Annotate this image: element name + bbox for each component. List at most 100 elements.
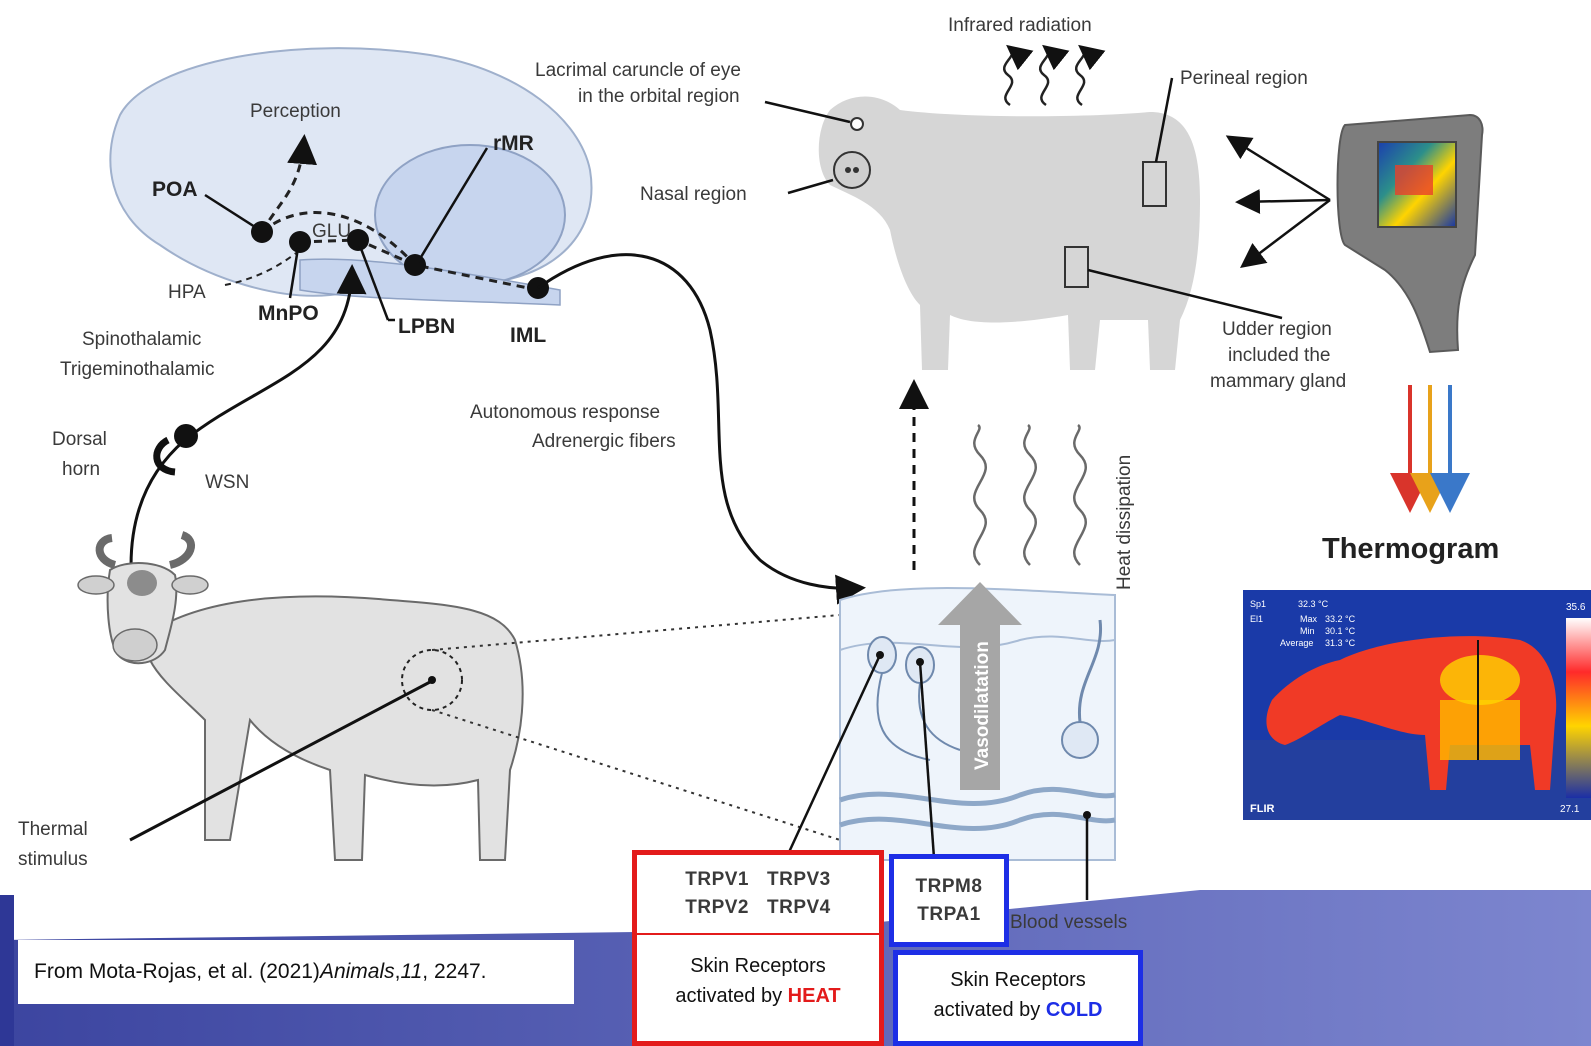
blood-vessel-dot [1083,811,1091,819]
cold-caption-box: Skin Receptors activated by COLD [893,950,1143,1046]
heat-receptors-row-2: TRPV2 TRPV4 [637,897,879,919]
label-udder-3: mammary gland [1210,371,1346,392]
leader-nasal [788,180,833,193]
receptor-trpa1: TRPA1 [894,904,1004,926]
cow-left-head-spot [127,570,157,596]
heat-caption-line-1: Skin Receptors [637,951,879,981]
citation-box: From Mota-Rojas, et al. (2021) Animals , … [18,940,574,1004]
label-mnpo: MnPO [258,302,319,325]
label-hpa: HPA [168,282,206,303]
camera-ray-mid [1240,200,1330,202]
label-wsn: WSN [205,472,249,493]
receptor-trpv1: TRPV1 [685,869,749,891]
label-thermogram: Thermogram [1322,533,1499,565]
cow-left-body [140,596,523,860]
receptor-trpm8: TRPM8 [894,876,1004,898]
cow-left-ear-right [172,576,208,594]
lacrimal-caruncle-marker [851,118,863,130]
label-udder-1: Udder region [1222,319,1332,340]
camera-ray-bottom [1244,200,1330,265]
cow-right-body [819,97,1200,371]
label-spinothalamic: Spinothalamic [82,329,201,350]
label-infrared: Infrared radiation [948,15,1092,36]
therm-t1: 32.3 °C [1298,599,1329,609]
label-lacrimal-2: in the orbital region [578,86,740,107]
label-horn: horn [62,459,100,480]
heat-dissipation-waves [974,425,1086,565]
label-perception: Perception [250,101,341,122]
label-blood-vessels: Blood vessels [1010,912,1127,933]
cow-right [819,97,1200,371]
therm-sp1: Sp1 [1250,599,1266,609]
cow-left-horn-left [100,538,115,565]
heat-receptors-row-1: TRPV1 TRPV3 [637,869,879,891]
therm-t4: 31.3 °C [1325,638,1356,648]
flir-logo: FLIR [1250,803,1274,815]
infrared-waves [1004,48,1084,105]
cold-caption-activated: activated by [934,999,1041,1021]
cow-left-ear-left [78,576,114,594]
label-stimulus: stimulus [18,849,88,870]
node-mnpo [289,231,311,253]
heat-receptors-box: TRPV1 TRPV3 TRPV2 TRPV4 Skin Receptors a… [632,850,884,1046]
receptor-trpv2: TRPV2 [685,897,749,919]
label-rmr: rMR [493,132,534,155]
heat-word: HEAT [788,985,841,1007]
node-rmr [404,254,426,276]
label-trigeminothalamic: Trigeminothalamic [60,359,215,380]
thermogram-cow-belly [1440,655,1520,705]
cold-caption-line-2: activated by COLD [898,995,1138,1025]
label-perineal: Perineal region [1180,68,1308,89]
label-iml: IML [510,324,546,347]
heat-caption-activated: activated by [675,985,782,1007]
therm-t3: 30.1 °C [1325,626,1356,636]
therm-el1: El1 [1250,614,1263,624]
therm-scale-top: 35.6 [1566,602,1586,613]
citation-volume: 11 [400,960,422,984]
therm-t2: 33.2 °C [1325,614,1356,624]
label-lacrimal-1: Lacrimal caruncle of eye [535,60,741,81]
label-glu: GLU [312,221,351,242]
cow-left-muzzle [113,629,157,661]
nostril [845,167,851,173]
camera-ray-top [1230,138,1330,200]
nostril-2 [853,167,859,173]
thermogram-cow-legs [1440,700,1520,760]
camera-screen-hot-spot [1395,165,1433,195]
label-dorsal: Dorsal [52,429,107,450]
cold-caption: Skin Receptors activated by COLD [898,955,1138,1025]
brain-diagram: Perception POA rMR GLU HPA MnPO LPBN IML [110,48,591,347]
label-vasodilatation: Vasodilatation [972,641,993,770]
nasal-region-marker [834,152,870,188]
therm-min: Min [1300,626,1315,636]
cold-caption-line-1: Skin Receptors [898,965,1138,995]
therm-scale-bottom: 27.1 [1560,804,1580,815]
label-lpbn: LPBN [398,315,455,338]
cold-word: COLD [1046,999,1103,1021]
thermal-camera [1230,115,1483,352]
citation-rest: , 2247. [422,960,486,984]
label-poa: POA [152,178,198,201]
cow-left [78,535,523,860]
label-adrenergic: Adrenergic fibers [532,431,676,452]
receptor-trpv4: TRPV4 [767,897,831,919]
thermogram-image: Sp1 El1 32.3 °C Max 33.2 °C Min 30.1 °C … [1243,590,1591,820]
heat-receptors-list: TRPV1 TRPV3 TRPV2 TRPV4 [637,855,879,935]
label-thermal: Thermal [18,819,88,840]
thermogram-scale [1566,618,1591,798]
cold-receptors-box: TRPM8 TRPA1 [889,854,1009,947]
cold-receptors-list: TRPM8 TRPA1 [894,859,1004,942]
therm-max: Max [1300,614,1318,624]
receptor-trpv3: TRPV3 [767,869,831,891]
sweat-gland [1062,722,1098,758]
citation-journal: Animals [320,960,395,984]
skin-section: Vasodilatation [840,582,1115,860]
label-autonomous: Autonomous response [470,402,660,423]
heat-caption-line-2: activated by HEAT [637,981,879,1011]
label-udder-2: included the [1228,345,1330,366]
therm-avg: Average [1280,638,1313,648]
cow-left-horn-right [170,535,191,565]
heat-caption: Skin Receptors activated by HEAT [637,935,879,1011]
citation-prefix: From Mota-Rojas, et al. (2021) [34,960,320,984]
slide-band-left-accent [0,895,14,1046]
